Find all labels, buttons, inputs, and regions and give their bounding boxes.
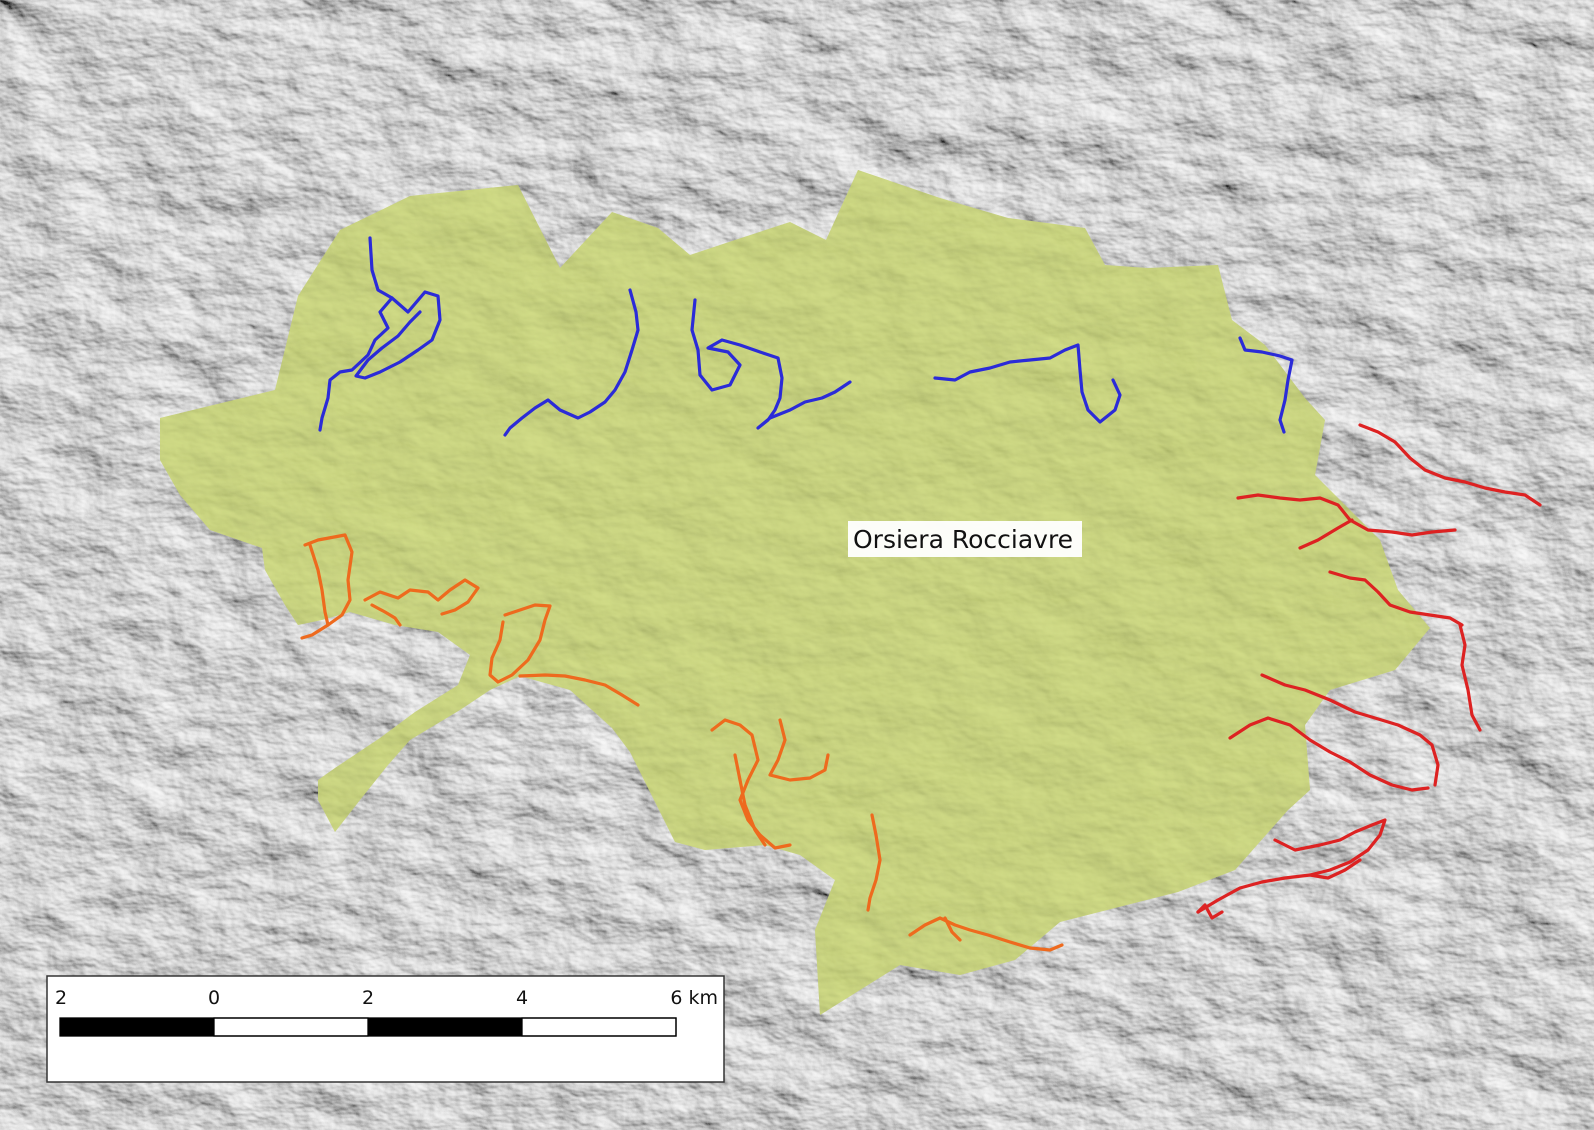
- scale-tick-label: 2: [362, 987, 374, 1009]
- north-trail[interactable]: [354, 290, 442, 380]
- southwest-trail[interactable]: [370, 603, 402, 627]
- park-label-background: [848, 521, 1082, 557]
- east-trail[interactable]: [1298, 518, 1354, 550]
- scale-tick-label: 6 km: [670, 987, 718, 1009]
- southwest-trail[interactable]: [908, 916, 1064, 952]
- east-trail[interactable]: [1196, 858, 1362, 914]
- southwest-trail[interactable]: [300, 533, 354, 640]
- southwest-trail[interactable]: [943, 916, 962, 942]
- scale-bar: 2 0 2 4 6 km: [46, 975, 725, 1083]
- southwest-trail[interactable]: [363, 578, 480, 616]
- scale-segment: [368, 1018, 522, 1036]
- east-trail[interactable]: [1458, 623, 1482, 732]
- scale-outline: [59, 1017, 677, 1037]
- southwest-trail[interactable]: [733, 753, 767, 847]
- north-trails[interactable]: [318, 236, 1294, 437]
- east-trail[interactable]: [1328, 570, 1464, 627]
- southwest-trail[interactable]: [308, 543, 330, 627]
- southwest-trail[interactable]: [866, 813, 882, 912]
- east-trail[interactable]: [1236, 493, 1457, 537]
- north-trail[interactable]: [503, 288, 640, 437]
- north-trail[interactable]: [318, 236, 394, 432]
- north-trail[interactable]: [1238, 336, 1294, 434]
- southwest-trail[interactable]: [488, 603, 552, 684]
- east-trail[interactable]: [1228, 716, 1430, 792]
- scale-tick-label: 0: [208, 987, 220, 1009]
- scale-tick-label: 4: [516, 987, 528, 1009]
- east-trails[interactable]: [1196, 423, 1542, 920]
- north-trail[interactable]: [933, 343, 1122, 424]
- north-trail[interactable]: [690, 298, 852, 430]
- east-trail[interactable]: [1196, 903, 1224, 920]
- southwest-trail[interactable]: [518, 673, 640, 707]
- southwest-trail[interactable]: [768, 718, 830, 782]
- east-trail[interactable]: [1358, 423, 1542, 507]
- southwest-trails[interactable]: [300, 533, 1064, 952]
- park-label-box: Orsiera Rocciavre: [848, 521, 1082, 557]
- scale-segment: [521, 1017, 677, 1037]
- east-trail[interactable]: [1273, 818, 1387, 877]
- southwest-trail[interactable]: [710, 718, 792, 850]
- scale-segment: [60, 1018, 214, 1036]
- east-trail[interactable]: [1260, 673, 1440, 787]
- park-label: Orsiera Rocciavre: [853, 525, 1073, 554]
- scale-tick-label: 2: [55, 987, 67, 1009]
- scale-segment: [213, 1017, 369, 1037]
